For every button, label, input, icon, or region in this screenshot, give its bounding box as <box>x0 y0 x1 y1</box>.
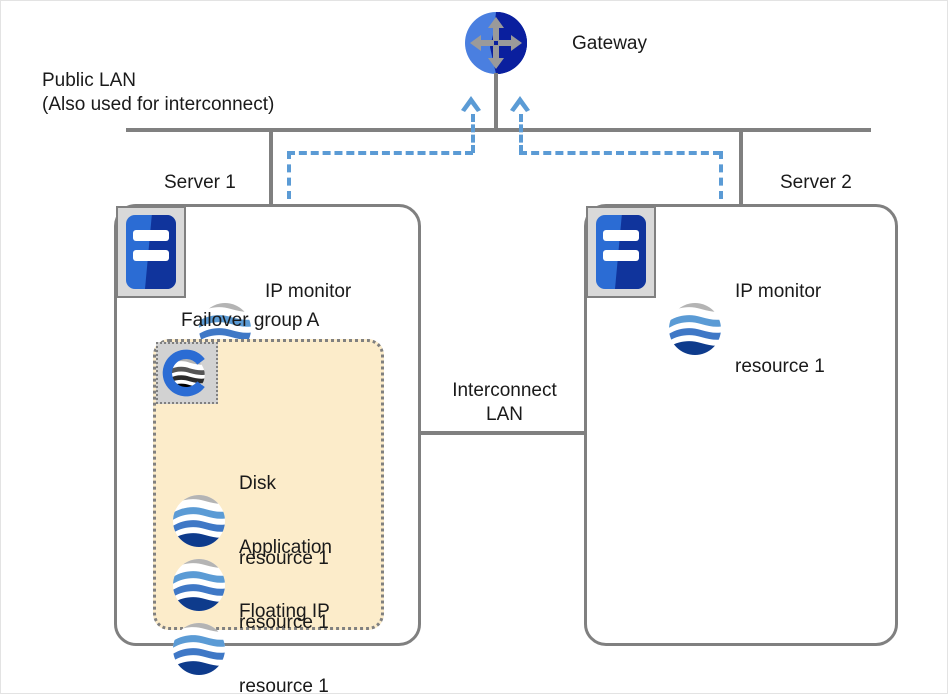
server2-monitor-arrow-up-icon <box>509 95 531 121</box>
gateway-stem-line <box>494 73 498 131</box>
server1-monitor-path-horizontal <box>287 151 473 155</box>
server2-monitor-path-horizontal <box>519 151 721 155</box>
failover-resource-floating-ip: Floating IP resource 1 <box>171 549 330 694</box>
server2-monitor-path-vertical <box>719 151 723 199</box>
failover-resource-application-line2: resource 1 <box>239 612 329 633</box>
resource-sphere-icon <box>173 623 225 675</box>
server1-ip-monitor-label-line1: IP monitor <box>265 281 352 302</box>
failover-resource-application-line1: Application <box>239 537 332 558</box>
gateway-icon <box>464 11 528 75</box>
server1-server-icon <box>116 206 186 298</box>
server1-lan-drop-line <box>269 128 273 206</box>
server2-ip-monitor-label-line1: IP monitor <box>735 281 822 302</box>
public-lan-label-line1: Public LAN <box>42 70 136 91</box>
failover-resource-disk: Disk resource 1 <box>171 421 329 621</box>
resource-sphere-icon <box>173 495 225 547</box>
failover-resource-disk-line1: Disk <box>239 473 276 494</box>
failover-resource-application: Application resource 1 <box>171 485 332 685</box>
public-lan-bus-line <box>126 128 871 132</box>
server1-monitor-path-vertical <box>287 151 291 199</box>
public-lan-label-line2: (Also used for interconnect) <box>42 94 275 115</box>
gateway-label: Gateway <box>572 33 647 54</box>
server2-ip-monitor-resource: IP monitor resource 1 <box>667 229 825 429</box>
server2-server-icon <box>586 206 656 298</box>
server1-label: Server 1 <box>164 172 236 193</box>
interconnect-lan-label-line1: Interconnect <box>452 380 557 401</box>
failover-group-label: Failover group A <box>181 310 320 331</box>
server2-label: Server 2 <box>780 172 852 193</box>
failover-resource-disk-line2: resource 1 <box>239 548 329 569</box>
failover-resource-floating-ip-line1: Floating IP <box>239 601 330 622</box>
server2-ip-monitor-label-line2: resource 1 <box>735 356 825 377</box>
resource-sphere-icon <box>669 303 721 355</box>
server1-monitor-path-riser <box>471 114 475 153</box>
server1-monitor-arrow-up-icon <box>460 95 482 121</box>
server2-monitor-path-riser <box>519 114 523 153</box>
server2-lan-drop-line <box>739 128 743 206</box>
resource-sphere-icon <box>173 559 225 611</box>
failover-resource-floating-ip-line2: resource 1 <box>239 676 329 694</box>
interconnect-lan-line <box>419 431 586 435</box>
interconnect-lan-label-line2: LAN <box>486 404 523 425</box>
failover-group-icon <box>156 342 218 404</box>
